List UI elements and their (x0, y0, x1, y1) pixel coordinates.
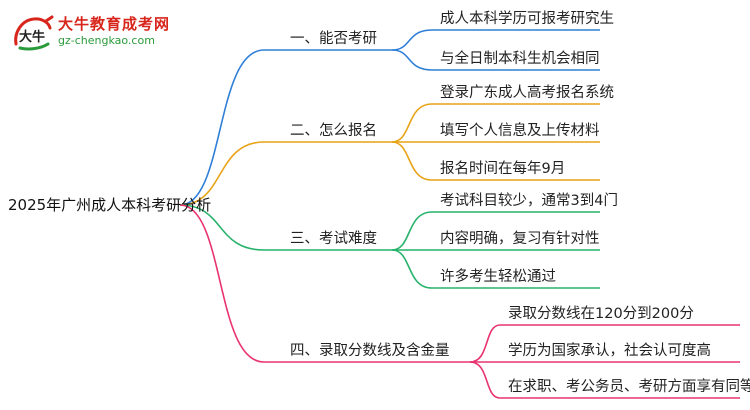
leaf-connector (391, 29, 433, 51)
leaf-connector (391, 211, 433, 251)
leaf-label: 在求职、考公务员、考研方面享有同等权益 (508, 379, 750, 395)
branch-connector (179, 141, 265, 206)
leaf-label: 录取分数线在120分到200分 (508, 306, 694, 322)
leaf-label: 考试科目较少，通常3到4门 (440, 193, 618, 209)
branch-connector (179, 204, 265, 251)
branch-connector (179, 204, 265, 363)
leaf-connector (469, 361, 501, 399)
logo-title: 大牛教育成考网 (58, 15, 171, 33)
branch-connector (179, 49, 265, 206)
leaf-connector (391, 249, 433, 289)
logo: 大牛 大牛教育成考网 gz-chengkao.com (12, 10, 182, 52)
branch-label: 四、录取分数线及含金量 (290, 343, 450, 359)
root-topic: 2025年广州成人本科考研分析 (8, 196, 212, 214)
branch-label: 二、怎么报名 (290, 123, 377, 139)
branch-label: 三、考试难度 (290, 231, 377, 247)
leaf-connector (469, 324, 501, 363)
leaf-label: 学历为国家承认，社会认可度高 (508, 343, 711, 359)
leaf-connector (391, 141, 433, 181)
leaf-label: 填写个人信息及上传材料 (440, 123, 600, 139)
leaf-label: 登录广东成人高考报名系统 (440, 85, 614, 101)
logo-url: gz-chengkao.com (58, 34, 155, 47)
leaf-connector (391, 103, 433, 143)
leaf-label: 成人本科学历可报考研究生 (440, 11, 614, 27)
leaf-connector (391, 49, 433, 71)
logo-mark-text: 大牛 (19, 29, 45, 45)
leaf-label: 报名时间在每年9月 (440, 161, 566, 177)
leaf-label: 许多考生轻松通过 (440, 269, 556, 285)
leaf-label: 与全日制本科生机会相同 (440, 51, 600, 67)
bull-logo-icon: 大牛 (14, 15, 54, 51)
leaf-label: 内容明确，复习有针对性 (440, 231, 600, 247)
branch-label: 一、能否考研 (290, 31, 377, 47)
